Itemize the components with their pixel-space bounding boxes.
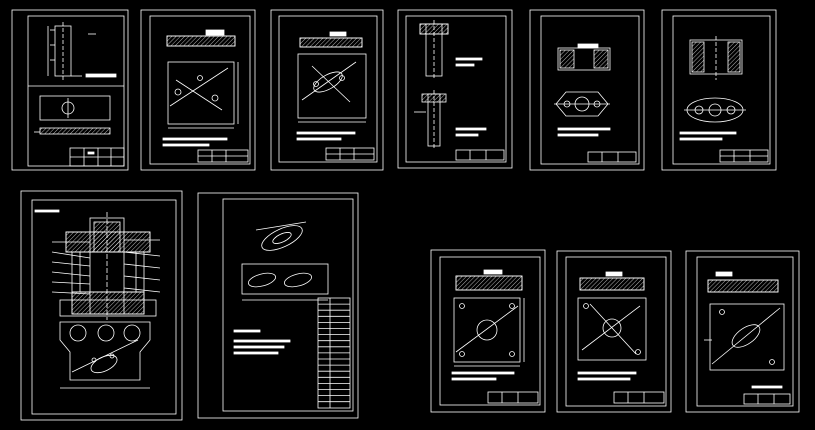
sheet-3-section-view <box>299 31 363 48</box>
sheet-6-title-block <box>719 149 769 163</box>
sheet-10-outer-border <box>556 250 672 413</box>
sheet-10-note-line <box>577 377 631 381</box>
sheet-4-shaft-upper <box>419 20 483 80</box>
sheet-5-section-view <box>557 43 611 71</box>
sheet-7-assembly-plan <box>59 321 151 389</box>
sheet-5-inner-frame <box>540 15 640 165</box>
sheet-8-note-line <box>233 351 279 355</box>
sheet-3-note-line <box>296 137 342 141</box>
drawing-sheet-7[interactable] <box>20 190 183 421</box>
sheet-8-note-line <box>233 345 285 349</box>
sheet-11-plan-view <box>704 303 785 371</box>
sheet-6-section-view <box>689 36 743 80</box>
drawing-sheet-9[interactable] <box>430 249 546 413</box>
sheet-2-plan-view <box>167 61 239 129</box>
sheet-2-outer-border <box>140 9 256 171</box>
sheet-2-section-view <box>166 29 236 47</box>
sheet-9-outer-border <box>430 249 546 413</box>
sheet-8-parts-list-table <box>317 297 351 409</box>
drawing-sheet-4[interactable] <box>397 9 513 169</box>
sheet-1-title-block <box>69 147 125 167</box>
sheet-10-plan-view <box>577 297 647 361</box>
sheet-6-inner-frame <box>672 15 771 165</box>
drawing-sheet-6[interactable] <box>661 9 777 171</box>
sheet-4-shaft-lower <box>414 90 487 150</box>
sheet-4-inner-frame <box>405 15 507 163</box>
sheet-11-section-view <box>707 271 779 293</box>
sheet-9-plan-view <box>453 297 525 367</box>
sheet-3-outer-border <box>270 9 384 171</box>
sheet-8-inner-frame <box>222 198 354 412</box>
sheet-4-title-block <box>455 149 505 161</box>
sheet-3-plan-view <box>297 53 367 123</box>
sheet-7-inner-frame <box>31 199 177 415</box>
sheet-9-note-line <box>451 371 515 375</box>
sheet-3-note-line <box>296 131 356 135</box>
sheet-7-assembly-section <box>59 212 157 320</box>
sheet-11-title-block <box>743 393 791 405</box>
sheet-9-section-view <box>455 269 523 291</box>
sheet-8-part-detail <box>241 221 329 301</box>
sheet-2-title-block <box>197 149 249 163</box>
drawing-sheet-10[interactable] <box>556 250 672 413</box>
sheet-11-outer-border <box>685 250 800 413</box>
sheet-3-inner-frame <box>278 15 378 163</box>
sheet-10-section-view <box>579 271 645 291</box>
drawing-sheet-11[interactable] <box>685 250 800 413</box>
sheet-6-note-line <box>679 137 723 141</box>
sheet-1-outer-border <box>11 9 129 171</box>
sheet-5-title-block <box>587 151 637 163</box>
sheet-5-note-line <box>557 133 599 137</box>
sheet-2-note-line <box>162 143 210 147</box>
sheet-9-note-line <box>451 377 497 381</box>
sheet-10-note-line <box>577 371 637 375</box>
drawing-sheet-1[interactable] <box>11 9 129 171</box>
sheet-1-top-view <box>47 22 117 80</box>
sheet-5-outer-border <box>529 9 645 171</box>
sheet-9-title-block <box>487 391 539 404</box>
sheet-7-leader-lines <box>51 239 161 295</box>
sheet-6-flange-plan <box>684 97 746 123</box>
sheet-5-note-line <box>557 127 611 131</box>
sheet-8-outer-border <box>197 192 359 419</box>
sheet-6-note-line <box>679 131 737 135</box>
sheet-1-bottom-view <box>34 95 111 135</box>
sheet-2-note-line <box>162 137 228 141</box>
drawing-sheet-3[interactable] <box>270 9 384 171</box>
sheet-8-note-line <box>233 339 291 343</box>
drawing-sheet-2[interactable] <box>140 9 256 171</box>
drawing-sheet-5[interactable] <box>529 9 645 171</box>
sheet-11-inner-frame <box>696 256 794 407</box>
sheet-10-inner-frame <box>565 256 667 407</box>
drawing-sheet-8[interactable] <box>197 192 359 419</box>
sheet-9-inner-frame <box>439 256 541 406</box>
sheet-8-note-line <box>233 329 261 333</box>
sheet-10-title-block <box>613 391 665 404</box>
sheet-5-flange-plan <box>554 91 610 117</box>
sheet-3-title-block <box>325 147 375 161</box>
sheet-4-outer-border <box>397 9 513 169</box>
sheet-7-note-line <box>34 209 60 213</box>
sheet-6-outer-border <box>661 9 777 171</box>
sheet-11-note-line <box>751 385 783 389</box>
sheet-7-outer-border <box>20 190 183 421</box>
sheet-2-inner-frame <box>149 15 251 165</box>
